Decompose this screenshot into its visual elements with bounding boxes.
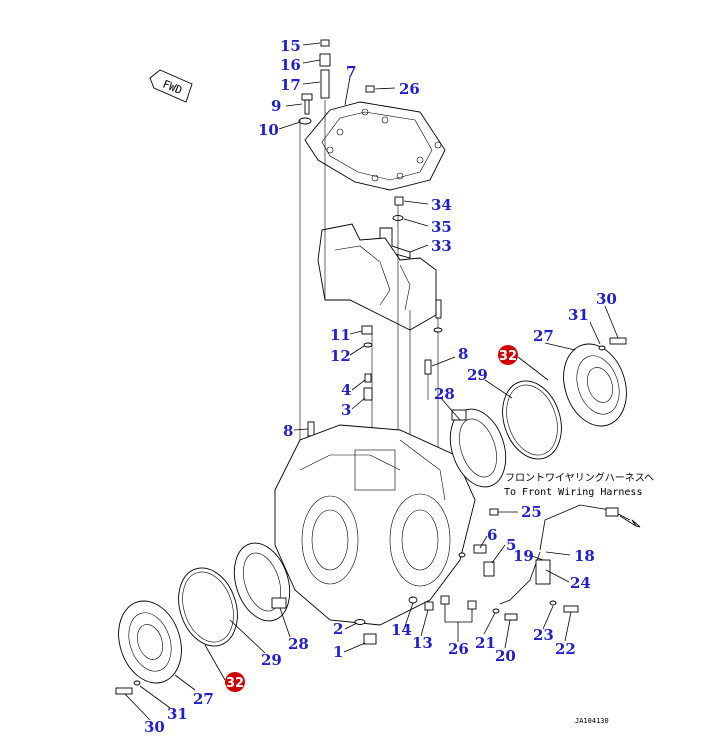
marker-32-left-label: 32 <box>226 676 244 691</box>
part-label-34: 34 <box>431 196 452 214</box>
part-label-28-right: 28 <box>434 385 455 403</box>
part-label-29-right: 29 <box>467 366 488 384</box>
left-gasket-28 <box>233 542 291 622</box>
left-bolt-30-31 <box>115 680 141 695</box>
part-label-21: 21 <box>475 634 496 652</box>
part-label-35: 35 <box>431 218 452 236</box>
harness-note-japanese: フロントワイヤリングハーネスヘ <box>505 471 654 484</box>
top-cover-plate <box>304 101 446 191</box>
part-label-22: 22 <box>555 640 576 658</box>
part-label-25: 25 <box>521 503 542 521</box>
part-label-31-right: 31 <box>568 306 589 324</box>
fwd-arrow-icon: FWD <box>149 69 193 103</box>
part-label-10: 10 <box>258 121 279 139</box>
part-label-26-top: 26 <box>399 80 420 98</box>
harness-note-english: To Front Wiring Harness <box>504 487 642 498</box>
part-label-27-right: 27 <box>533 327 554 345</box>
drawing-code: JA104130 <box>575 717 609 725</box>
part-label-18: 18 <box>574 547 595 565</box>
part-label-6: 6 <box>487 526 497 544</box>
part-label-29-left: 29 <box>261 651 282 669</box>
part-label-23: 23 <box>533 626 554 644</box>
left-oring-29 <box>178 567 238 647</box>
part-label-8-left: 8 <box>283 422 293 440</box>
part-label-26-bottom: 26 <box>448 640 469 658</box>
sensor-harness <box>483 504 641 605</box>
marker-32-right: 32 <box>498 345 518 365</box>
part-label-11: 11 <box>330 326 351 344</box>
right-gasket-28 <box>449 408 507 488</box>
part-labels: 15 16 17 7 26 9 10 34 35 33 30 31 27 11 … <box>144 37 617 736</box>
part-label-4: 4 <box>341 381 351 399</box>
part-label-9: 9 <box>271 97 281 115</box>
part-label-27-left: 27 <box>193 690 214 708</box>
marker-32-left: 32 <box>225 672 245 692</box>
right-cover-27 <box>563 343 627 427</box>
part-label-14: 14 <box>391 621 412 639</box>
right-bolt-30-31 <box>598 337 627 351</box>
part-label-30-right: 30 <box>596 290 617 308</box>
bolt-parts-top <box>298 39 404 221</box>
part-label-1: 1 <box>333 643 343 661</box>
part-label-20: 20 <box>495 647 516 665</box>
part-label-33: 33 <box>431 237 452 255</box>
marker-32-right-label: 32 <box>499 349 517 364</box>
part-label-19: 19 <box>513 547 534 565</box>
main-housing <box>274 424 476 626</box>
part-label-17: 17 <box>280 76 301 94</box>
part-label-7: 7 <box>346 63 356 81</box>
assembly-guide-lines <box>299 100 439 460</box>
part-label-3: 3 <box>341 401 351 419</box>
part-label-30-left: 30 <box>144 718 165 736</box>
bottom-fittings <box>354 508 579 645</box>
center-carrier-block <box>317 223 437 331</box>
left-cover-27 <box>118 600 182 684</box>
part-label-15: 15 <box>280 37 301 55</box>
part-label-31-left: 31 <box>167 705 188 723</box>
right-oring-29 <box>502 380 562 460</box>
part-label-16: 16 <box>280 56 301 74</box>
part-label-5: 5 <box>506 536 516 554</box>
leader-lines <box>124 42 619 721</box>
part-label-13: 13 <box>412 634 433 652</box>
part-label-2: 2 <box>333 620 343 638</box>
small-fittings <box>307 299 443 437</box>
part-label-28-left: 28 <box>288 635 309 653</box>
part-label-12: 12 <box>330 347 351 365</box>
part-label-8-right: 8 <box>458 345 468 363</box>
part-label-24: 24 <box>570 574 591 592</box>
